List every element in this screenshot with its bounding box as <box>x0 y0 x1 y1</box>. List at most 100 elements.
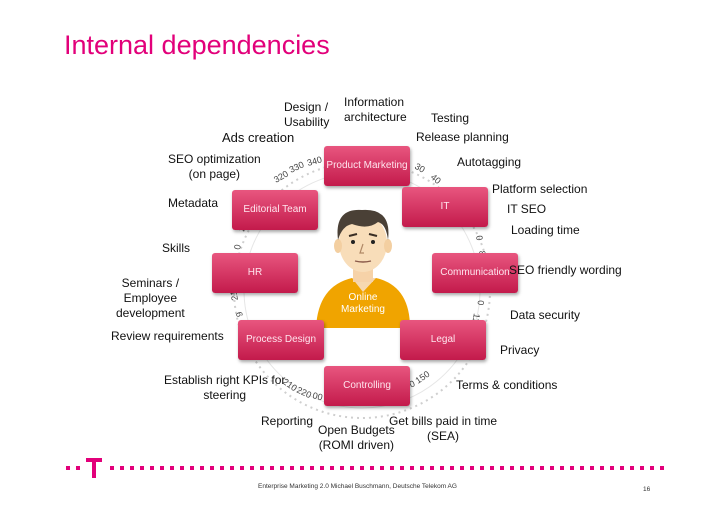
label-privacy: Privacy <box>500 343 540 357</box>
brand-dot <box>460 466 464 470</box>
dial-tick: 40 <box>429 172 443 186</box>
brand-dot <box>310 466 314 470</box>
label-ads-creation: Ads creation <box>222 130 295 145</box>
label-seo-optimization: SEO optimization (on page) <box>168 152 261 181</box>
brand-dot <box>400 466 404 470</box>
label-terms-conditions: Terms & conditions <box>456 378 558 392</box>
brand-dot <box>200 466 204 470</box>
label-it-seo: IT SEO <box>507 202 547 216</box>
telekom-brand-bar <box>66 458 664 478</box>
dial-tick: 00 <box>311 390 323 402</box>
brand-dot <box>160 466 164 470</box>
node-hr[interactable]: HR <box>212 253 298 293</box>
dial-tick: 0 <box>232 244 243 251</box>
brand-dot <box>410 466 414 470</box>
dial-tick: 0 <box>474 235 485 242</box>
brand-dot <box>120 466 124 470</box>
brand-dot <box>530 466 534 470</box>
label-open-budgets: Open Budgets (ROMI driven) <box>318 423 395 452</box>
brand-dot <box>540 466 544 470</box>
brand-dot <box>290 466 294 470</box>
brand-dot <box>150 466 154 470</box>
brand-dot <box>270 466 274 470</box>
brand-dot <box>440 466 444 470</box>
label-information-architecture: Information architecture <box>344 95 407 124</box>
brand-dot <box>190 466 194 470</box>
brand-dot <box>350 466 354 470</box>
brand-dot <box>580 466 584 470</box>
brand-dot <box>600 466 604 470</box>
brand-dot <box>420 466 424 470</box>
brand-dot <box>360 466 364 470</box>
dial-tick: 320 <box>272 169 290 185</box>
brand-dot <box>510 466 514 470</box>
node-it[interactable]: IT <box>402 187 488 227</box>
dial-tick: 330 <box>288 159 306 174</box>
node-editorial-team[interactable]: Editorial Team <box>232 190 318 230</box>
brand-dot <box>480 466 484 470</box>
node-process-design[interactable]: Process Design <box>238 320 324 360</box>
node-legal[interactable]: Legal <box>400 320 486 360</box>
page-title: Internal dependencies <box>64 30 330 60</box>
brand-dot <box>180 466 184 470</box>
label-data-security: Data security <box>510 308 581 322</box>
brand-dot <box>210 466 214 470</box>
brand-dot <box>320 466 324 470</box>
avatar-shirt <box>316 278 410 328</box>
brand-dot <box>130 466 134 470</box>
brand-dot <box>430 466 434 470</box>
label-platform-selection: Platform selection <box>492 182 588 196</box>
label-get-bills: Get bills paid in time (SEA) <box>389 414 498 443</box>
brand-dot <box>260 466 264 470</box>
brand-dot <box>390 466 394 470</box>
brand-dot <box>550 466 554 470</box>
node-product-marketing[interactable]: Product Marketing <box>324 146 410 186</box>
brand-dot <box>330 466 334 470</box>
dial-tick: 30 <box>413 161 427 175</box>
brand-dot <box>650 466 654 470</box>
brand-dot <box>500 466 504 470</box>
center-label: Online Marketing <box>341 292 385 315</box>
brand-dot <box>380 466 384 470</box>
brand-dot <box>490 466 494 470</box>
dial-tick: 0 <box>476 300 486 306</box>
avatar-hair <box>337 209 389 240</box>
brand-dot <box>230 466 234 470</box>
label-loading-time: Loading time <box>511 223 580 237</box>
label-reporting: Reporting <box>261 414 314 428</box>
label-metadata: Metadata <box>168 196 219 210</box>
brand-dot <box>300 466 304 470</box>
label-seminars: Seminars / Employee development <box>116 276 185 320</box>
brand-dot <box>520 466 524 470</box>
label-autotagging: Autotagging <box>457 155 522 169</box>
page-number: 16 <box>643 486 651 493</box>
telekom-t-logo-icon <box>86 458 102 478</box>
label-review-requirements: Review requirements <box>111 329 224 343</box>
brand-dot <box>110 466 114 470</box>
brand-dot <box>370 466 374 470</box>
label-seo-wording: SEO friendly wording <box>509 263 622 277</box>
brand-dot <box>250 466 254 470</box>
brand-dot <box>280 466 284 470</box>
node-controlling[interactable]: Controlling <box>324 366 410 406</box>
dial-tick: 9 <box>234 311 245 318</box>
brand-dot <box>140 466 144 470</box>
dial-tick: 220 <box>295 385 313 400</box>
dial-tick: 21 <box>228 290 240 302</box>
brand-dot <box>570 466 574 470</box>
avatar <box>316 209 410 328</box>
node-communication[interactable]: Communication <box>432 253 518 293</box>
dial-tick: 150 <box>413 369 431 386</box>
brand-dot <box>450 466 454 470</box>
brand-dot <box>170 466 174 470</box>
brand-dot <box>590 466 594 470</box>
label-testing: Testing <box>431 111 470 125</box>
label-kpis: Establish right KPIs for steering <box>164 373 286 402</box>
brand-dot <box>560 466 564 470</box>
dial-tick: 340 <box>306 154 323 168</box>
brand-dot <box>630 466 634 470</box>
label-design-usability: Design / Usability <box>284 100 330 129</box>
label-release-planning: Release planning <box>416 130 509 144</box>
brand-dot <box>470 466 474 470</box>
brand-dot <box>660 466 664 470</box>
